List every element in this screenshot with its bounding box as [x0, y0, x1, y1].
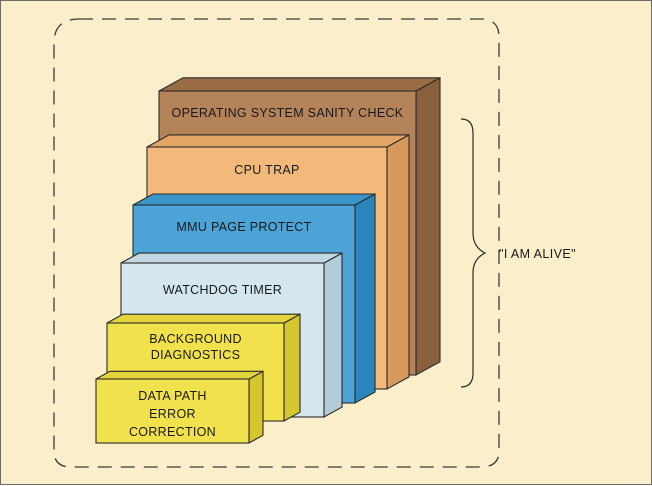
layer-data-path-error-correction-top-face [95, 370, 264, 380]
layer-os-sanity-side-face [415, 76, 441, 376]
layer-watchdog-timer-label: WATCHDOG TIMER [163, 283, 282, 297]
dashed-enclosure [53, 18, 500, 468]
layer-background-diagnostics-label: DIAGNOSTICS [151, 348, 240, 362]
i-am-alive-label: "I AM ALIVE" [499, 247, 576, 261]
layer-background-diagnostics-label: BACKGROUND [149, 332, 242, 346]
layer-background-diagnostics-top-face [106, 313, 301, 324]
layer-data-path-error-correction-label: CORRECTION [129, 425, 216, 439]
layer-cpu-trap-top-face [146, 134, 410, 148]
layer-data-path-error-correction-side-face [248, 370, 264, 444]
layer-data-path-error-correction: DATA PATH ERROR CORRECTION [95, 370, 264, 444]
layer-background-diagnostics-side-face [283, 313, 301, 422]
layer-os-sanity-top-face [158, 77, 441, 92]
layer-os-sanity-label: OPERATING SYSTEM SANITY CHECK [172, 106, 404, 120]
layer-data-path-error-correction-front-face [95, 378, 250, 444]
layer-watchdog-timer-top-face [120, 252, 343, 264]
layer-data-path-error-correction-label: ERROR [149, 407, 196, 421]
layer-mmu-page-protect-side-face [354, 193, 376, 404]
layer-mmu-page-protect-label: MMU PAGE PROTECT [176, 220, 311, 234]
layer-cpu-trap-label: CPU TRAP [234, 163, 299, 177]
curly-brace [460, 118, 487, 388]
layer-data-path-error-correction-label: DATA PATH [138, 389, 206, 403]
layer-watchdog-timer-side-face [323, 252, 343, 418]
layer-mmu-page-protect-top-face [132, 193, 376, 206]
layer-cpu-trap-side-face [386, 133, 410, 390]
